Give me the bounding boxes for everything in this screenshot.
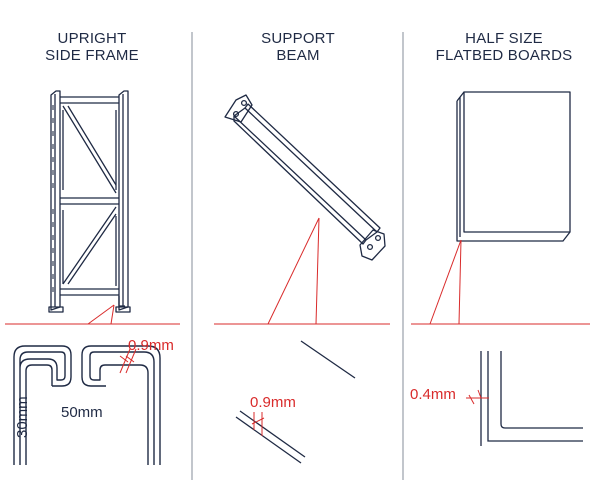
beam-thickness-marker (251, 412, 265, 436)
title-line-1: HALF SIZE (465, 30, 543, 47)
beam-section-lines (235, 340, 356, 464)
upright-thickness-marker (119, 348, 137, 374)
flatbed-boards-title: HALF SIZE FLATBED BOARDS (414, 30, 594, 64)
board-thickness-marker (466, 389, 489, 405)
upright-profile-section (13, 345, 161, 465)
title-line-2: BEAM (276, 47, 320, 64)
board-section (480, 351, 583, 446)
beam-thickness-label: 0.9mm (250, 394, 296, 411)
upright-frame (48, 90, 131, 313)
board-thickness-label: 0.4mm (410, 386, 456, 403)
title-line-2: FLATBED BOARDS (435, 47, 573, 64)
upright-depth-label: 30mm (14, 396, 31, 438)
title-line-1: SUPPORT (261, 30, 335, 47)
board-leader-lines (411, 239, 590, 325)
title-line-2: SIDE FRAME (45, 47, 139, 64)
upright-side-frame-title: UPRIGHT SIDE FRAME (2, 30, 182, 64)
upright-width-label: 50mm (61, 404, 103, 421)
upright-leader-lines (5, 304, 180, 325)
title-line-1: UPRIGHT (57, 30, 127, 47)
upright-thickness-label: 0.9mm (128, 337, 174, 354)
beam-leader-lines (214, 217, 390, 325)
support-beam (224, 94, 386, 261)
flatbed-board (456, 91, 571, 242)
support-beam-title: SUPPORT BEAM (208, 30, 388, 64)
